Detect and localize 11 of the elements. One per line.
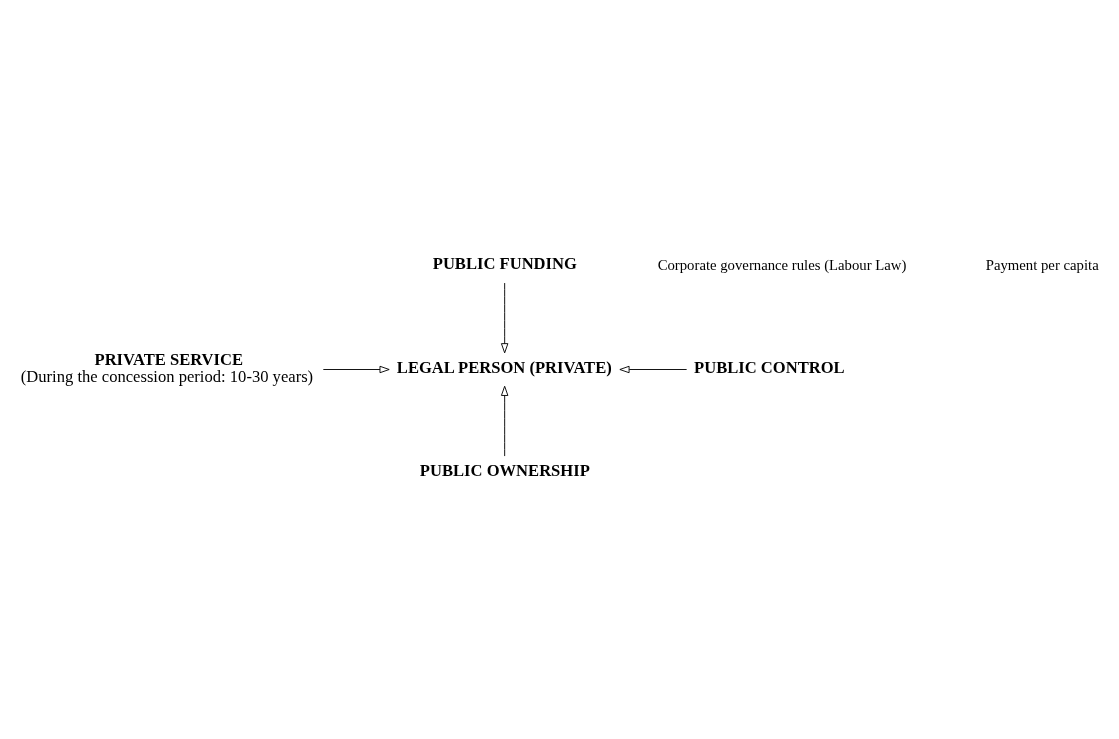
arrow	[322, 365, 390, 374]
arrow	[619, 365, 688, 374]
node-text: PUBLIC OWNERSHIP	[419, 460, 590, 480]
node-text: PUBLIC CONTROL	[694, 357, 845, 377]
arrow	[501, 282, 509, 354]
label: Corporate governance rules (Labour Law)	[657, 256, 907, 273]
arrow	[501, 385, 509, 457]
node-text: PRIVATE SERVICE (During the concession period: 10-30 years)	[20, 350, 314, 386]
node-text: PUBLIC FUNDING	[432, 254, 577, 274]
node-text: LEGAL PERSON (PRIVATE)	[396, 357, 612, 377]
label: Payment per capita	[985, 256, 1099, 273]
